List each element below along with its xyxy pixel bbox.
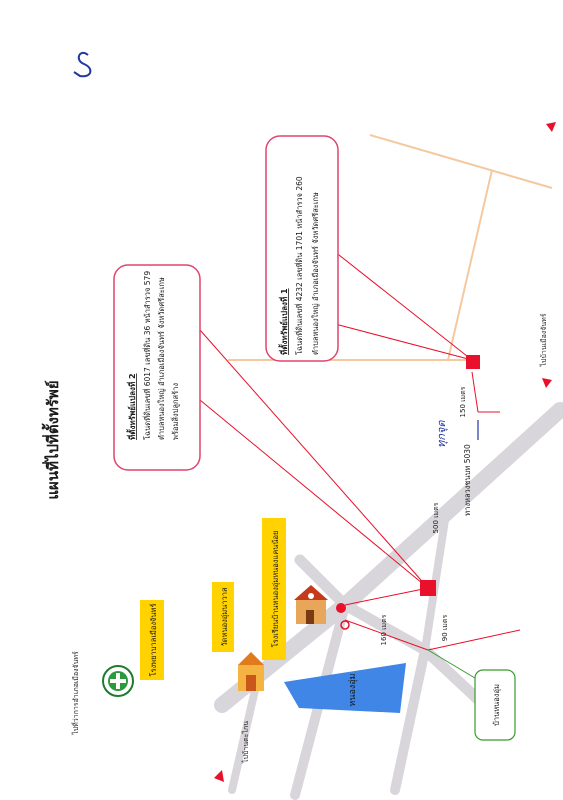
road-to-district-label: ไปที่ว่าการอำเภอเมืองจันทร์: [71, 651, 80, 736]
junction-marker-1: [336, 603, 346, 613]
hospital-label: โรงพยาบาลเมืองจันทร์: [140, 600, 164, 680]
distance-90-label: 90 เมตร: [441, 615, 449, 642]
map-title: แผนที่ไปที่ตั้งทรัพย์: [41, 380, 62, 499]
svg-text:วัดหนองอุ่มนาวาส: วัดหนองอุ่มนาวาส: [220, 587, 229, 647]
property1-heading: ที่ตั้งทรัพย์แปลงที่ 1: [278, 288, 289, 355]
land-boundaries: [228, 134, 553, 361]
arrow-west-icon: [214, 770, 224, 782]
signature-mark: [73, 51, 92, 78]
property2-line2: ตำบลหนองใหญ่ อำเภอเมืองจันทร์ จังหวัดศรี…: [157, 277, 166, 440]
road-far-west: [228, 686, 259, 794]
distance-500-label: 500 เมตร: [432, 502, 440, 533]
svg-text:โรงเรียนบ้านหนองอุ่มหนองแคนน้อ: โรงเรียนบ้านหนองอุ่มหนองแคนน้อย: [271, 531, 280, 648]
property1-callout: ที่ตั้งทรัพย์แปลงที่ 1 โฉนดที่ดินเลขที่ …: [265, 135, 339, 362]
hospital-logo-icon: [102, 665, 134, 697]
junction-marker-2: [340, 620, 350, 630]
distance-160-label: 160 เมตร: [380, 614, 388, 645]
property2-callout: ที่ตั้งทรัพย์แปลงที่ 2 โฉนดที่ดินเลขที่ …: [113, 264, 201, 471]
temple-label: วัดหนองอุ่มนาวาส: [212, 582, 234, 652]
property1-line2: ตำบลหนองใหญ่ อำเภอเมืองจันทร์ จังหวัดศรี…: [311, 192, 320, 355]
property2-heading: ที่ตั้งทรัพย์แปลงที่ 2: [126, 373, 137, 440]
school-label: โรงเรียนบ้านหนองอุ่มหนองแคนน้อย: [262, 518, 286, 660]
pond-area: [284, 663, 406, 713]
school-icon: [294, 585, 328, 624]
distance-150-label: 150 เมตร: [459, 386, 467, 417]
svg-text:โรงพยาบาลเมืองจันทร์: โรงพยาบาลเมืองจันทร์: [149, 603, 158, 676]
road-north: [294, 554, 506, 726]
property1-line1: โฉนดที่ดินเลขที่ 4232 เลขที่ดิน 1701 หน้…: [294, 176, 304, 355]
highway-label: ทางหลวงชนบท 5030: [463, 444, 472, 516]
property1-marker: [466, 355, 480, 369]
handwritten-note: ทุกจุด: [435, 420, 448, 448]
pond-label: หนองอุ่ม: [348, 673, 358, 706]
arrow-southeast-icon: [542, 378, 552, 388]
road-to-phai-yai-label: ไปบ้านตะไกน: [241, 721, 250, 764]
property2-marker: [420, 580, 436, 596]
callout-lines: [199, 239, 521, 651]
road-to-mueang-chan-label: ไปบ้านเมืองจันทร์: [539, 313, 548, 367]
road-south: [390, 645, 430, 795]
property2-line3: พร้อมสิ่งปลูกสร้าง: [170, 383, 180, 440]
village-label: บ้านหนองอุ่ม: [474, 669, 516, 741]
arrow-east-icon: [546, 122, 556, 132]
property2-line1: โฉนดที่ดินเลขที่ 6017 เลขที่ดิน 36 หน้าส…: [142, 271, 152, 440]
temple-icon: [238, 652, 264, 691]
svg-text:บ้านหนองอุ่ม: บ้านหนองอุ่ม: [492, 684, 501, 726]
